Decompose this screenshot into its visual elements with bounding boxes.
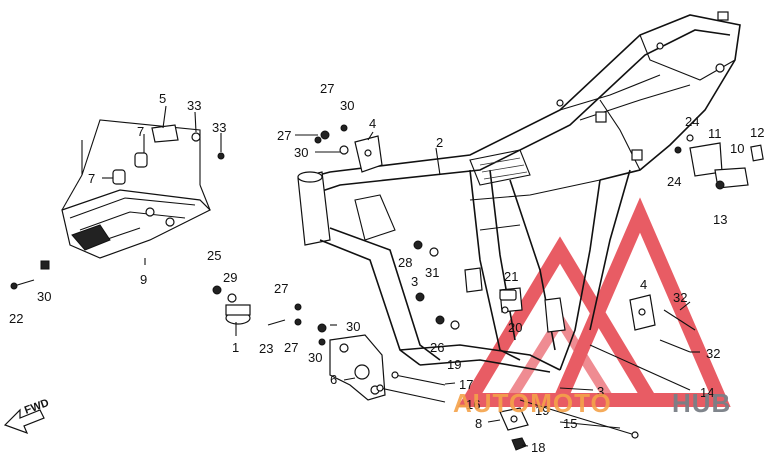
callout-23: 23 <box>259 341 273 356</box>
callout-30: 30 <box>346 319 360 334</box>
callout-24: 24 <box>667 174 681 189</box>
skid-plate <box>61 119 225 259</box>
rod-14 <box>589 344 691 391</box>
nut-18 <box>511 437 527 451</box>
callout-11: 11 <box>708 126 722 141</box>
callout-30: 30 <box>294 145 308 160</box>
callout-19: 19 <box>535 403 549 418</box>
callout-28: 28 <box>398 255 412 270</box>
callout-labels: 1 2 3 3 4 4 5 6 7 7 8 9 10 11 12 13 14 1… <box>9 81 764 455</box>
callout-3: 3 <box>597 384 604 399</box>
rod-15 <box>519 399 639 439</box>
callout-27: 27 <box>284 340 298 355</box>
bracket-11-10 <box>674 134 749 190</box>
automotohub-watermark-text: AUTOMOTO HUB <box>453 388 731 418</box>
callout-27: 27 <box>274 281 288 296</box>
callout-33: 33 <box>212 120 226 135</box>
callout-16: 16 <box>466 397 480 412</box>
callout-21: 21 <box>504 269 518 284</box>
callout-30: 30 <box>308 350 322 365</box>
callout-1: 1 <box>232 340 239 355</box>
callout-27: 27 <box>320 81 334 96</box>
callout-31: 31 <box>425 265 439 280</box>
callout-8: 8 <box>475 416 482 431</box>
automotohub-watermark-logo <box>457 197 731 407</box>
callout-5: 5 <box>159 91 166 106</box>
callout-15: 15 <box>563 416 577 431</box>
svg-text:HUB: HUB <box>672 388 731 418</box>
callout-7: 7 <box>88 171 95 186</box>
fwd-arrow-icon <box>3 408 45 435</box>
bolt-16 <box>376 384 446 403</box>
callout-22: 22 <box>9 311 23 326</box>
callout-9: 9 <box>140 272 147 287</box>
callout-19: 19 <box>447 357 461 372</box>
callout-7: 7 <box>137 124 144 139</box>
svg-text:AUTOMOTO: AUTOMOTO <box>453 388 612 418</box>
callout-10: 10 <box>730 141 744 156</box>
callout-30: 30 <box>340 98 354 113</box>
callout-13: 13 <box>713 212 727 227</box>
nut-30-left <box>40 260 50 270</box>
leader-lines <box>102 105 700 447</box>
fastener-cluster <box>413 240 517 330</box>
callout-32: 32 <box>673 290 687 305</box>
callout-25: 25 <box>207 248 221 263</box>
callout-3: 3 <box>411 274 418 289</box>
callout-27: 27 <box>277 128 291 143</box>
callout-14: 14 <box>700 385 714 400</box>
callout-30: 30 <box>37 289 51 304</box>
engine-bracket-6 <box>317 323 386 401</box>
callout-12: 12 <box>750 125 764 140</box>
callout-2: 2 <box>436 135 443 150</box>
bracket-4-lower <box>629 294 696 353</box>
callout-6: 6 <box>330 372 337 387</box>
callout-18: 18 <box>531 440 545 455</box>
callout-24: 24 <box>685 114 699 129</box>
callout-32: 32 <box>706 346 720 361</box>
bolt-22 <box>10 279 35 290</box>
bolt-17 <box>391 371 446 386</box>
callout-29: 29 <box>223 270 237 285</box>
bracket-4-upper <box>314 124 383 173</box>
callout-4: 4 <box>640 277 647 292</box>
callout-20: 20 <box>508 320 522 335</box>
callout-26: 26 <box>430 340 444 355</box>
plate-12 <box>750 144 764 162</box>
callout-4: 4 <box>369 116 376 131</box>
callout-17: 17 <box>459 377 473 392</box>
callout-33: 33 <box>187 98 201 113</box>
bracket-8 <box>499 407 529 431</box>
mount-bracket-1 <box>212 285 302 326</box>
